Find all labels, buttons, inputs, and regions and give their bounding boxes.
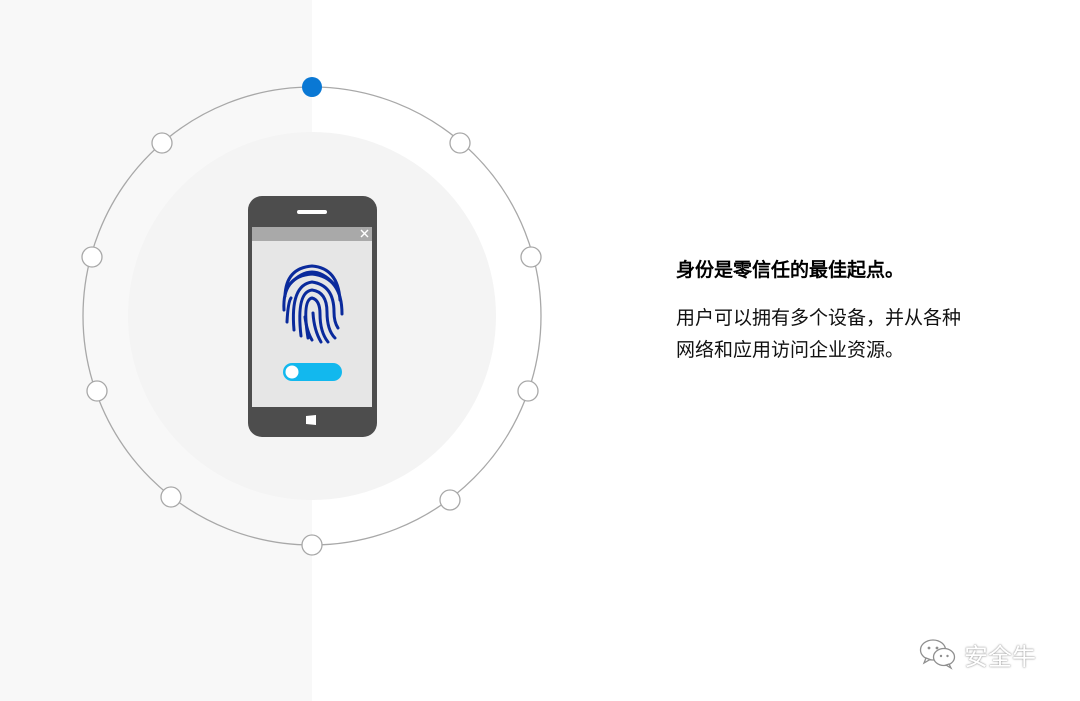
source-watermark: 安全牛: [918, 636, 1036, 672]
slide-headline: 身份是零信任的最佳起点。: [676, 259, 905, 281]
phone-speaker: [297, 210, 327, 214]
watermark-text: 安全牛: [964, 642, 1036, 671]
ring-node[interactable]: [517, 380, 539, 402]
slide-body: 用户可以拥有多个设备，并从各种 网络和应用访问企业资源。: [676, 302, 1036, 366]
phone-illustration: [248, 196, 377, 437]
windows-icon[interactable]: [306, 415, 316, 425]
phone-close-icon[interactable]: [360, 229, 369, 238]
ring-node[interactable]: [86, 380, 108, 402]
ring-node[interactable]: [449, 132, 471, 154]
fingerprint-icon: [282, 264, 344, 344]
phone-titlebar: [252, 227, 372, 241]
slide-text: 身份是零信任的最佳起点。 用户可以拥有多个设备，并从各种 网络和应用访问企业资源…: [676, 256, 1036, 366]
body-line: 用户可以拥有多个设备，并从各种: [676, 307, 962, 329]
toggle-knob[interactable]: [285, 365, 299, 379]
ring-node[interactable]: [151, 132, 173, 154]
wechat-icon: [919, 639, 956, 670]
ring-node[interactable]: [160, 486, 182, 508]
ring-node-active[interactable]: [302, 77, 322, 97]
ring-node[interactable]: [301, 534, 323, 556]
ring-node[interactable]: [439, 489, 461, 511]
ring-node[interactable]: [81, 246, 103, 268]
toggle-switch[interactable]: [283, 363, 342, 381]
body-line: 网络和应用访问企业资源。: [676, 339, 905, 361]
ring-node[interactable]: [520, 246, 542, 268]
